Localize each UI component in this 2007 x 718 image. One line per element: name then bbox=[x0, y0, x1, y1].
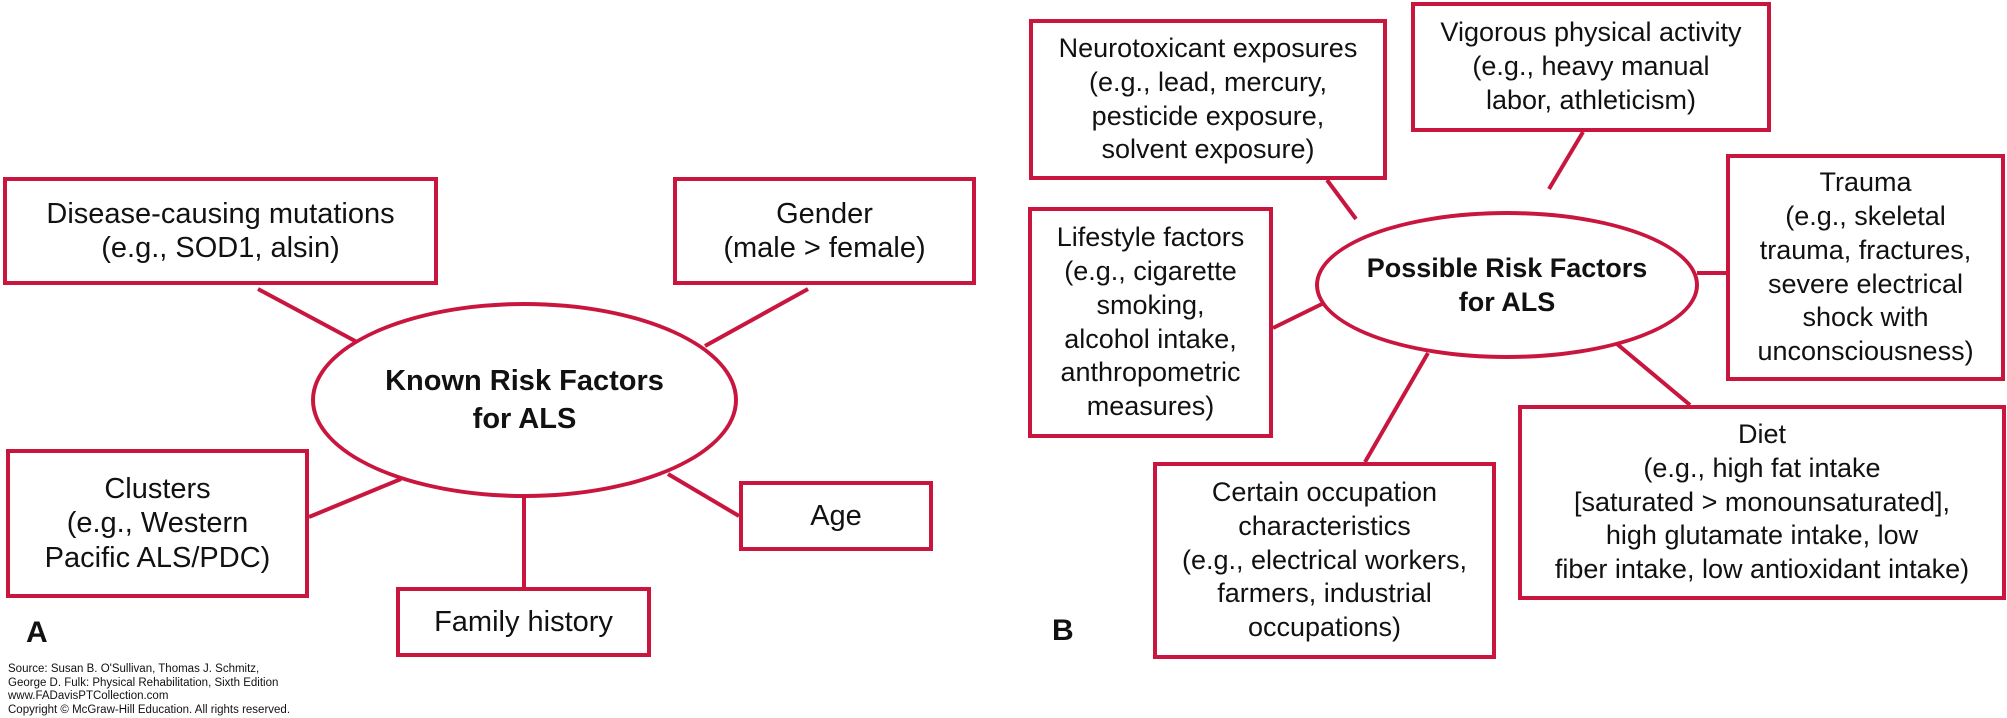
possible-risk-factors-ellipse: Possible Risk Factors for ALS bbox=[1315, 211, 1699, 359]
text-line: solvent exposure) bbox=[1101, 134, 1315, 165]
text-line: Clusters bbox=[104, 473, 211, 506]
text-line: labor, athleticism) bbox=[1485, 84, 1697, 115]
text-line: (e.g., skeletal bbox=[1785, 201, 1946, 231]
text-line: Possible Risk Factors bbox=[1366, 253, 1648, 283]
text-line: alcohol intake, bbox=[1064, 323, 1237, 354]
family-history-box: Family history bbox=[396, 587, 651, 657]
text-line: (e.g., high fat intake bbox=[1643, 452, 1881, 483]
text-line: [saturated > monounsaturated], bbox=[1574, 486, 1950, 517]
text-line: George D. Fulk: Physical Rehabilitation,… bbox=[8, 676, 279, 689]
disease-causing-mutations-box: Disease-causing mutations(e.g., SOD1, al… bbox=[3, 177, 438, 285]
connector-age bbox=[666, 472, 741, 518]
vigorous-physical-activity-box: Vigorous physical activity(e.g., heavy m… bbox=[1411, 2, 1771, 132]
text-line: Vigorous physical activity bbox=[1440, 17, 1742, 48]
text-line: Gender bbox=[776, 197, 873, 230]
text-line: trauma, fractures, bbox=[1759, 234, 1972, 265]
age-box: Age bbox=[739, 481, 933, 551]
text-line: www.FADavisPTCollection.com bbox=[8, 690, 169, 702]
text-line: shock with bbox=[1802, 302, 1929, 333]
text-line: Age bbox=[810, 499, 862, 532]
text-line: Known Risk Factors bbox=[385, 365, 664, 397]
source-credit: Source: Susan B. O'Sullivan, Thomas J. S… bbox=[8, 663, 290, 717]
connector-gender bbox=[704, 287, 809, 348]
gender-box: Gender(male > female) bbox=[673, 177, 976, 285]
text-line: (e.g., Western bbox=[66, 507, 249, 540]
text-line: Pacific ALS/PDC) bbox=[44, 541, 271, 574]
text-line: (e.g., heavy manual bbox=[1472, 51, 1710, 82]
connector-lifestyle bbox=[1272, 300, 1327, 330]
text-line: (e.g., electrical workers, bbox=[1181, 544, 1468, 575]
panel-label-a: A bbox=[26, 616, 48, 649]
connector-diet bbox=[1615, 342, 1692, 407]
text-line: unconsciousness) bbox=[1757, 336, 1974, 366]
connector-occupation bbox=[1363, 351, 1430, 464]
text-line: severe electrical bbox=[1767, 268, 1964, 299]
panel-label-b: B bbox=[1052, 614, 1074, 647]
connector-clusters bbox=[308, 477, 402, 519]
text-line: fiber intake, low antioxidant intake) bbox=[1554, 554, 1970, 585]
text-line: Lifestyle factors bbox=[1056, 222, 1245, 253]
known-risk-factors-ellipse: Known Risk Factors for ALS bbox=[311, 302, 738, 498]
connector-mutations bbox=[257, 287, 358, 344]
text-line: Certain occupation bbox=[1211, 477, 1438, 508]
diet-box: Diet(e.g., high fat intake[saturated > m… bbox=[1518, 405, 2006, 600]
text-line: Source: Susan B. O'Sullivan, Thomas J. S… bbox=[8, 663, 260, 675]
connector-neurotoxicant bbox=[1325, 178, 1358, 221]
text-line: anthropometric bbox=[1060, 357, 1241, 388]
text-line: (male > female) bbox=[723, 232, 926, 264]
text-line: occupations) bbox=[1247, 612, 1402, 643]
text-line: smoking, bbox=[1096, 289, 1205, 320]
text-line: farmers, industrial bbox=[1217, 578, 1432, 609]
text-line: (e.g., cigarette bbox=[1064, 256, 1237, 286]
neurotoxicant-exposures-box: Neurotoxicant exposures(e.g., lead, merc… bbox=[1029, 19, 1387, 180]
text-line: Family history bbox=[434, 605, 613, 638]
text-line: (e.g., lead, mercury, bbox=[1088, 66, 1328, 97]
connector-vigorous bbox=[1547, 130, 1585, 191]
text-line: high glutamate intake, low bbox=[1605, 520, 1919, 551]
text-line: for ALS bbox=[1458, 287, 1556, 317]
text-line: Copyright © McGraw-Hill Education. All r… bbox=[8, 703, 291, 716]
text-line: measures) bbox=[1086, 391, 1215, 421]
text-line: Neurotoxicant exposures bbox=[1058, 33, 1358, 63]
text-line: characteristics bbox=[1238, 510, 1411, 541]
text-line: Diet bbox=[1737, 419, 1786, 450]
text-line: Disease-causing mutations bbox=[46, 197, 395, 230]
text-line: (e.g., SOD1, alsin) bbox=[101, 232, 340, 264]
text-line: pesticide exposure, bbox=[1091, 100, 1325, 131]
text-line: for ALS bbox=[472, 403, 577, 435]
text-line: Trauma bbox=[1819, 167, 1912, 198]
